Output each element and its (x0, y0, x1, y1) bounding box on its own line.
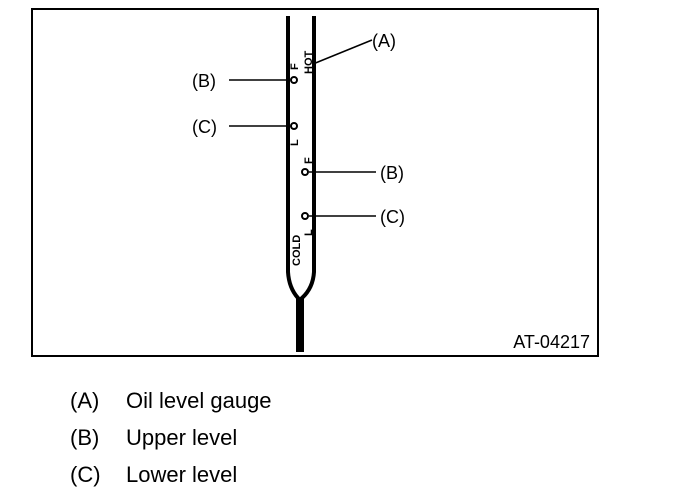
upper-level-hot-dot (290, 76, 298, 84)
callout-c-cold: (C) (380, 207, 405, 227)
callout-b-cold: (B) (380, 163, 404, 183)
oil-level-gauge (286, 16, 316, 352)
leader-a (312, 39, 373, 65)
lower-level-hot-dot (290, 122, 298, 130)
upper-level-cold-dot (301, 168, 309, 176)
full-mark-cold: F (303, 157, 315, 164)
hot-label: HOT (303, 51, 315, 75)
legend-key-b: (B) (70, 425, 100, 450)
low-mark-hot: L (289, 139, 301, 146)
gauge-left-edge (286, 16, 300, 352)
cold-label: COLD (291, 235, 303, 266)
callout-c-hot: (C) (192, 117, 217, 137)
gauge-shaft (296, 298, 304, 352)
legend-key-a: (A) (70, 388, 100, 413)
gauge-right-edge (300, 16, 316, 352)
legend-key-c: (C) (70, 462, 101, 487)
lower-level-cold-dot (301, 212, 309, 220)
full-mark-hot: F (289, 63, 301, 70)
callout-a: (A) (372, 31, 396, 51)
low-mark-cold: L (303, 229, 315, 236)
legend-text-c: Lower level (126, 462, 238, 487)
legend-text-a: Oil level gauge (126, 388, 272, 413)
callout-b-hot: (B) (192, 71, 216, 91)
figure-id: AT-04217 (513, 332, 590, 352)
legend-text-b: Upper level (126, 425, 238, 450)
diagram-frame (31, 8, 599, 357)
